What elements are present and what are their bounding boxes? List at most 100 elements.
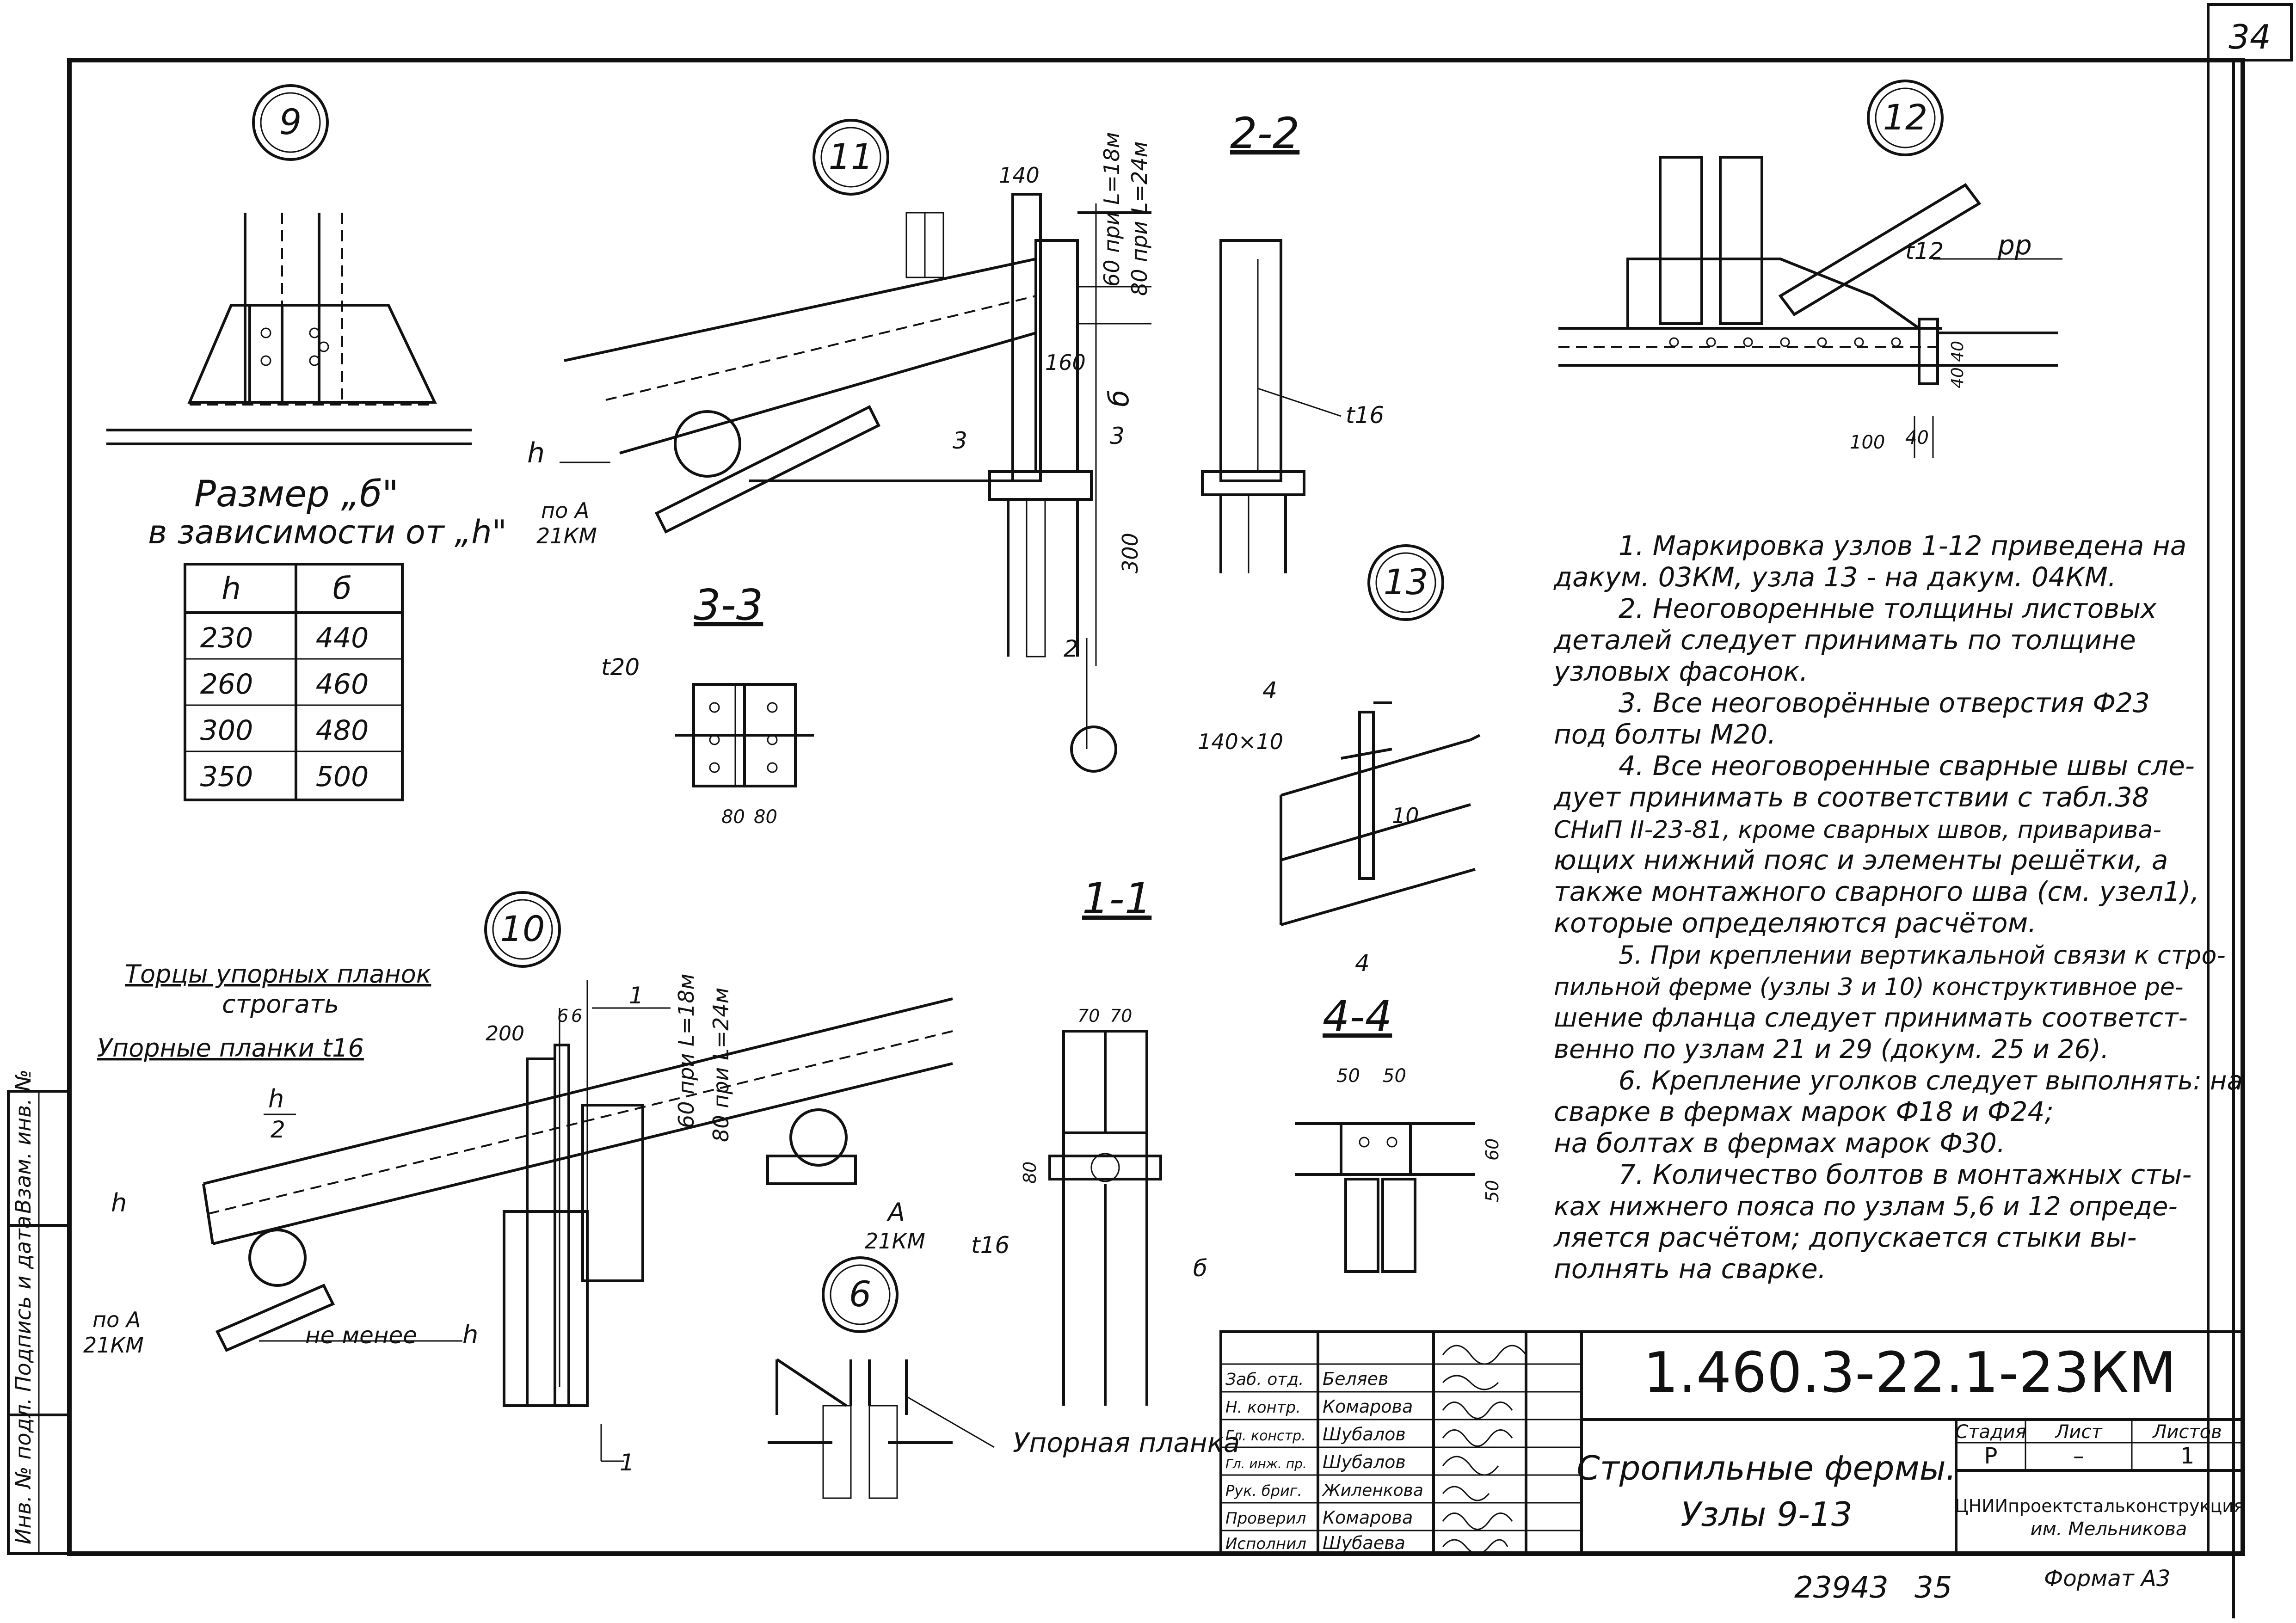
stage-value: Р: [1984, 1443, 1998, 1469]
size-table-cell: 300: [200, 714, 253, 747]
node-10-torcy-2: строгать: [222, 990, 339, 1019]
size-table-cell: 350: [200, 761, 253, 793]
note-line: ках нижнего пояса по узлам 5,6 и 12 опре…: [1554, 1192, 2178, 1222]
node-10-h: h: [111, 1188, 127, 1217]
node-10-label: 10: [500, 908, 545, 949]
note-line: 7. Количество болтов в монтажных сты-: [1619, 1159, 2191, 1190]
section-1-1-b: б: [1193, 1255, 1207, 1282]
node-10-21km: 21КМ: [83, 1333, 144, 1358]
left-margin-stamp: [7, 1090, 71, 1555]
node-10-6: 6: [557, 1006, 568, 1026]
node-6-label: 6: [849, 1273, 871, 1315]
node-13-140x10: 140×10: [1198, 729, 1283, 754]
node-10-h-half: h: [268, 1084, 284, 1113]
section-2-2-t16: t16: [1346, 402, 1384, 429]
size-table-cell: 260: [200, 668, 253, 701]
inventory-number: 23943: [1794, 1571, 1889, 1605]
title-block: [1219, 1330, 2244, 1555]
node-13-cut-4b: 4: [1355, 950, 1370, 977]
signature-name: Комарова: [1323, 1396, 1413, 1417]
note-line: на болтах в фермах марок Ф30.: [1554, 1127, 2005, 1159]
note-line: сварке в фермах марок Ф18 и Ф24;: [1554, 1096, 2054, 1127]
note-line: пильной ферме (узлы 3 и 10) конструктивн…: [1554, 973, 2184, 1001]
margin-replaced-inv: Взам. инв. №: [11, 1070, 36, 1214]
margin-sign-date: Подпись и дата: [11, 1216, 36, 1392]
signature-role: Исполнил: [1225, 1535, 1306, 1553]
note-line: 5. При креплении вертикальной связи к ст…: [1619, 941, 2226, 970]
cut-3: 3: [953, 427, 967, 454]
section-3-3-title: 3-3: [694, 580, 763, 630]
section-4-4-50b: 50: [1383, 1065, 1406, 1087]
node-10-cut-1b: 1: [620, 1449, 634, 1476]
signature-name: Жиленкова: [1322, 1481, 1423, 1500]
cut-3b: 3: [1110, 423, 1125, 449]
label-po-a: по А: [541, 498, 589, 523]
note-line: также монтажного сварного шва (см. узел1…: [1554, 876, 2199, 907]
signature-role: Гл. инж. пр.: [1225, 1456, 1307, 1471]
handwritten-signatures: [1442, 1345, 1527, 1555]
node-12-40: 40: [1905, 427, 1929, 449]
organization-subtitle: им. Мельникова: [2031, 1518, 2187, 1540]
note-line: 4. Все неоговоренные сварные швы сле-: [1619, 750, 2195, 781]
corner-sheet-number: 34: [2228, 18, 2271, 56]
size-table-header-b: б: [333, 571, 352, 606]
section-1-1-70b: 70: [1110, 1006, 1132, 1026]
doc-code: 1.460.3-22.1-23КМ: [1643, 1341, 2176, 1405]
size-table-cell: 230: [200, 622, 253, 654]
node-10-ne-menee: не менее: [305, 1322, 417, 1349]
node-10-6b: 6: [571, 1006, 582, 1026]
section-4-4-title: 4-4: [1323, 992, 1392, 1041]
drawing-title-1: Стропильные фермы.: [1576, 1449, 1956, 1488]
node-12-drawing: [1558, 80, 2062, 458]
node-13-cut-4: 4: [1262, 677, 1277, 704]
node-10-200: 200: [486, 1022, 524, 1045]
sheet-number-value: –: [2073, 1443, 2084, 1469]
node-12-label: 12: [1883, 97, 1928, 138]
dim-140: 140: [999, 163, 1040, 188]
node-13-10: 10: [1392, 803, 1419, 828]
sheets-total-value: 1: [2180, 1443, 2195, 1469]
note-line: которые определяются расчётом.: [1554, 907, 2037, 939]
section-4-4-50: 50: [1336, 1065, 1360, 1087]
note-line: 1. Маркировка узлов 1-12 приведена на: [1619, 530, 2186, 561]
dim-b: б: [1103, 390, 1135, 407]
note-line: венно по узлам 21 и 29 (докум. 25 и 26).: [1554, 1034, 2109, 1064]
note-line: 6. Крепление уголков следует выполнять: …: [1619, 1066, 2243, 1096]
signature-name: Шубалов: [1323, 1452, 1406, 1472]
node-10-a: А: [886, 1198, 905, 1227]
note-line: СНиП II-23-81, кроме сварных швов, прива…: [1554, 816, 2161, 844]
node-11-label: 11: [829, 136, 874, 177]
signature-name: Комарова: [1323, 1507, 1413, 1528]
stage-header: Стадия: [1955, 1421, 2026, 1443]
section-3-3-drawing: [675, 683, 814, 787]
general-notes: 1. Маркировка узлов 1-12 приведена на да…: [1553, 530, 2243, 1285]
signature-name: Шубаева: [1323, 1533, 1405, 1553]
size-table-cell: 460: [316, 668, 369, 701]
node-10-po-a: по А: [92, 1307, 141, 1332]
node-9-label: 9: [279, 101, 302, 142]
copy-number: 35: [1914, 1571, 1952, 1605]
node-13-label: 13: [1384, 561, 1428, 602]
node-12-100: 100: [1850, 432, 1885, 453]
signature-name: Шубалов: [1323, 1424, 1406, 1445]
margin-inv-no: Инв. № подл.: [11, 1398, 36, 1544]
section-3-3-80b: 80: [754, 806, 777, 828]
node-10-drawing: [202, 891, 953, 1462]
signature-role: Н. контр.: [1225, 1398, 1301, 1417]
node-12-t12: t12: [1905, 238, 1944, 264]
organization-name: ЦНИИпроектстальконструкция: [1955, 1496, 2244, 1516]
size-table-cell: 500: [316, 761, 369, 793]
sheets-header: Листов: [2152, 1421, 2222, 1443]
note-line: узловых фасонок.: [1553, 656, 1808, 687]
node-12-pp: рр: [1997, 229, 2032, 261]
signature-role: Гл. констр.: [1225, 1428, 1306, 1444]
sheet-header: Лист: [2054, 1421, 2103, 1443]
section-1-1-t16: t16: [971, 1232, 1010, 1259]
signature-role: Рук. бриг.: [1225, 1482, 1302, 1500]
node-10-80-l24: 80 при L=24м: [708, 988, 733, 1142]
label-21km: 21КМ: [536, 523, 597, 548]
note-line: дакум. 03КМ, узла 13 - на дакум. 04КМ.: [1553, 561, 2116, 593]
signature-rows: Заб. отд. Беляев Н. контр. Комарова Гл. …: [1225, 1369, 1423, 1553]
section-2-2-title: 2-2: [1230, 109, 1299, 158]
